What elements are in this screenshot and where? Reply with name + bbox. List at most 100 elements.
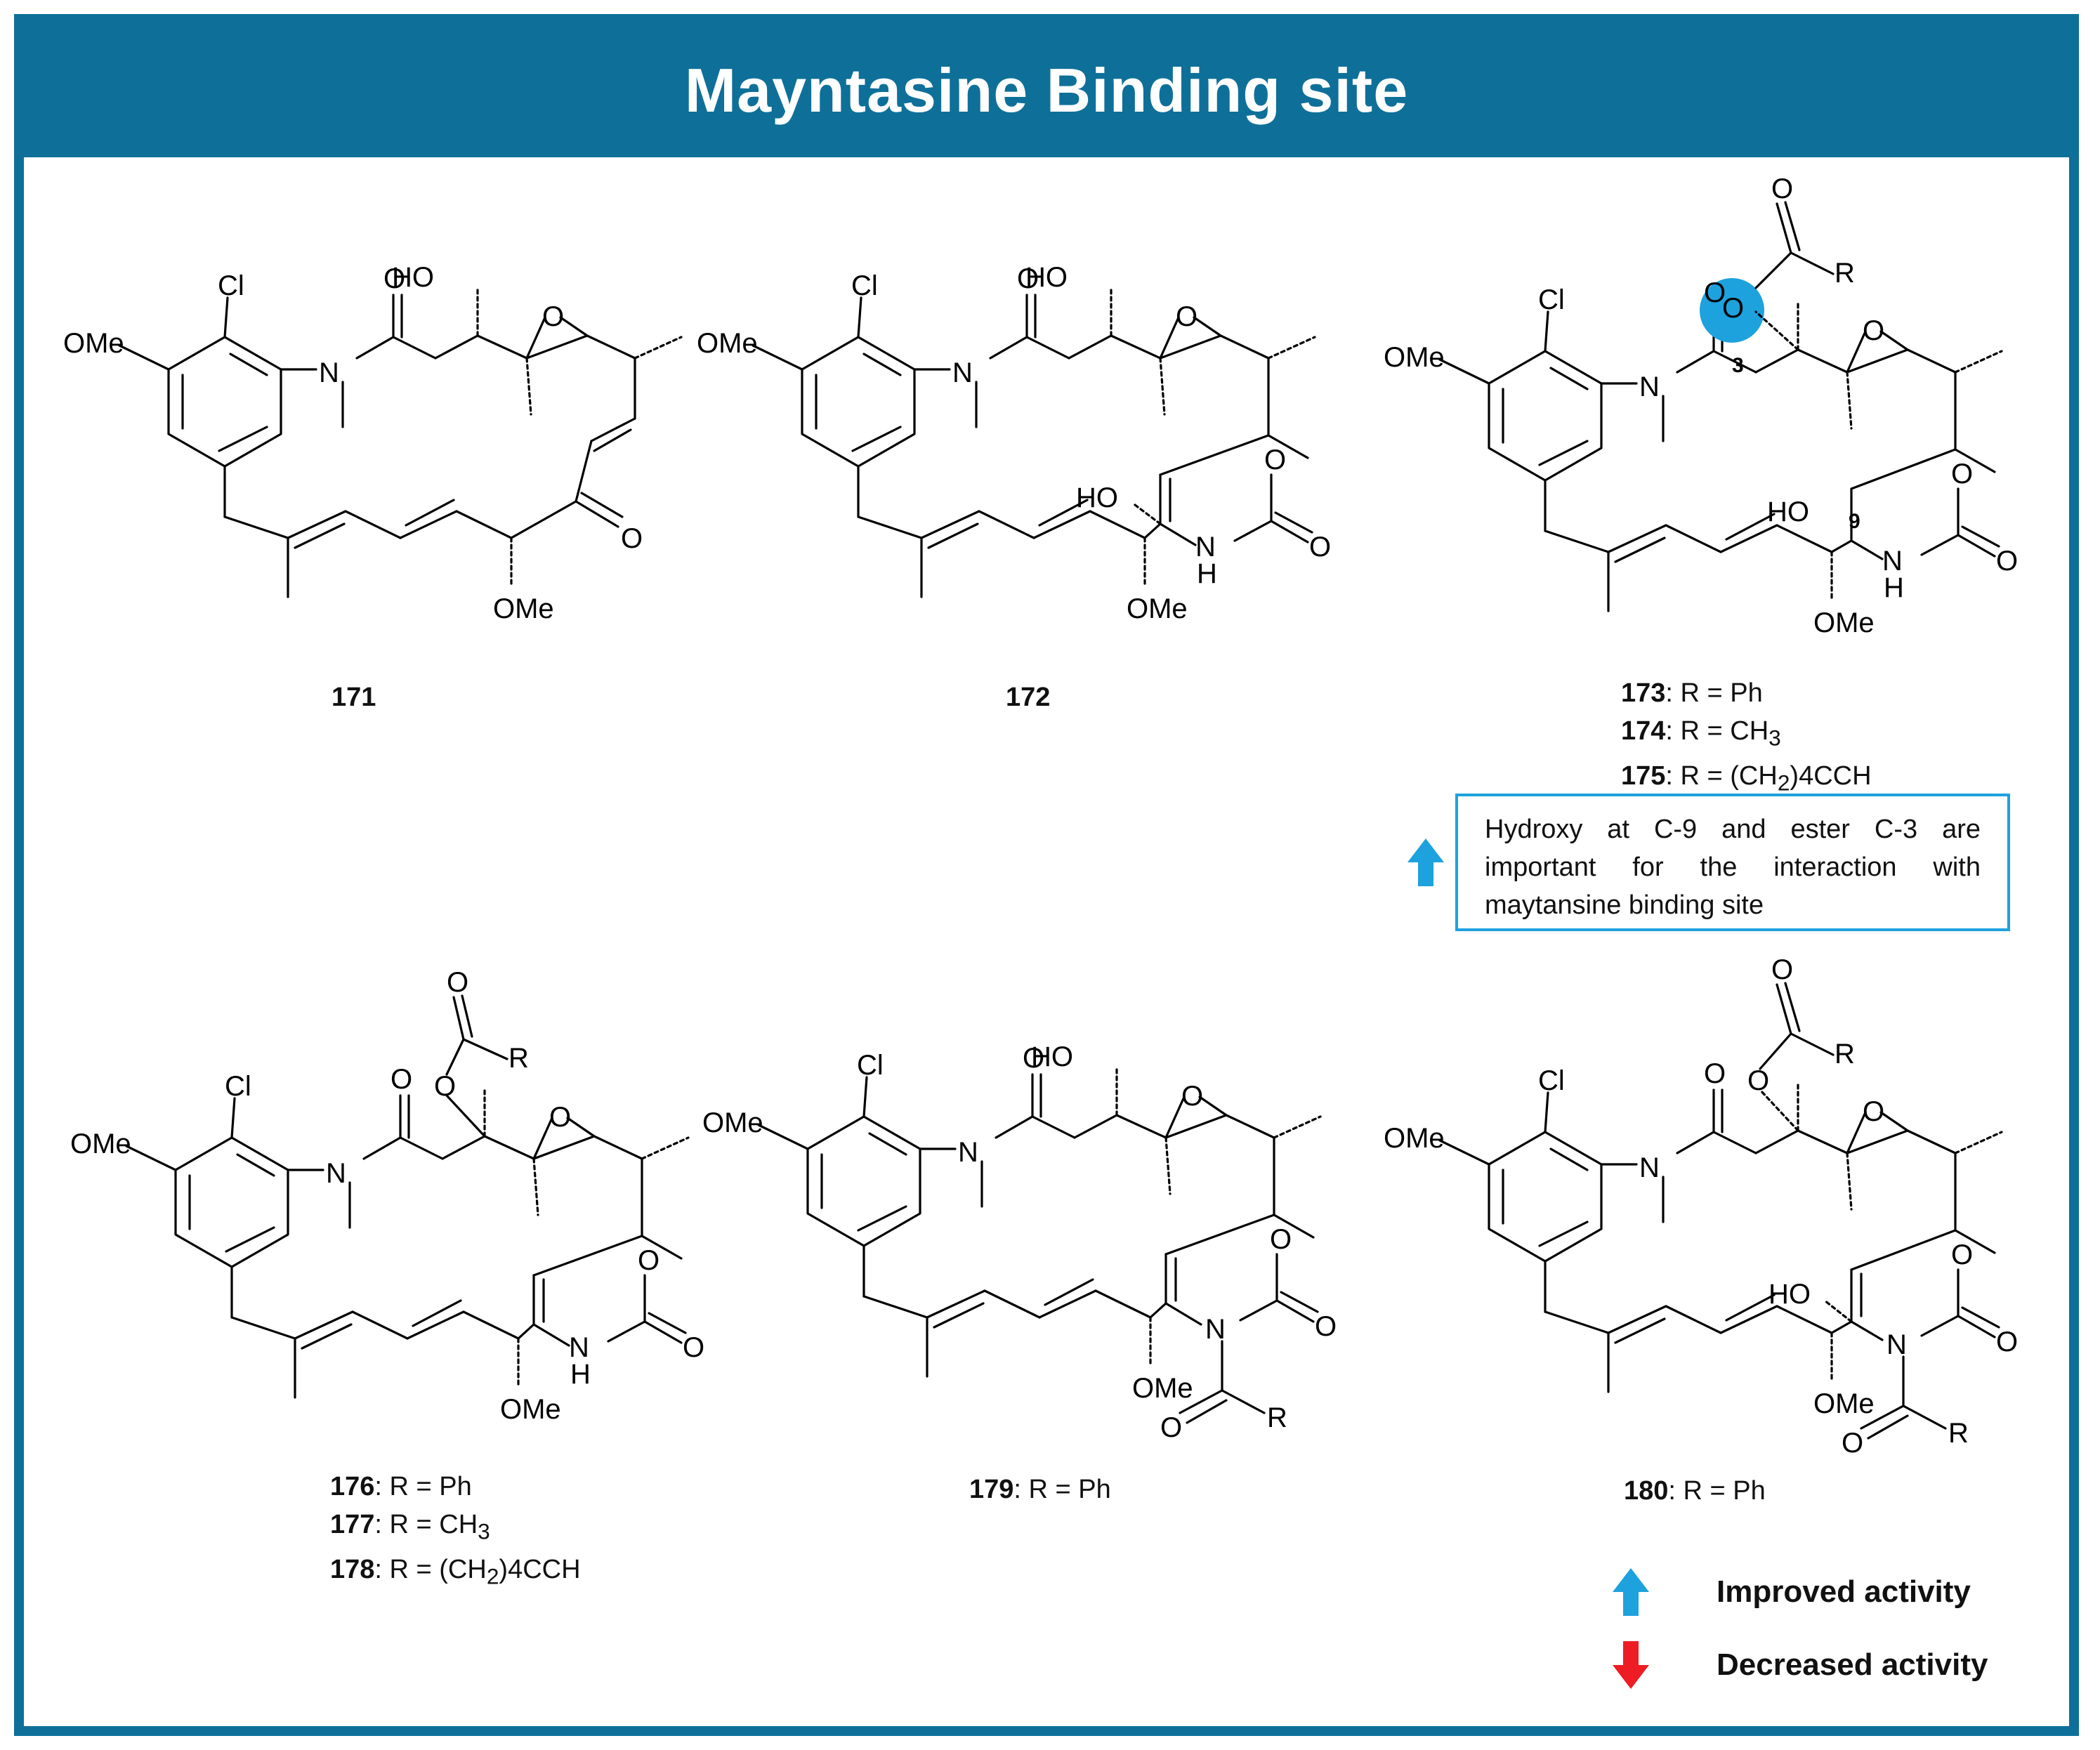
ho-label: HO [392, 262, 434, 293]
cl-label: Cl [225, 1071, 251, 1102]
compound-id: 176 [330, 1472, 375, 1501]
o-label: O [1863, 1096, 1884, 1127]
o-label: O [1996, 1327, 2018, 1357]
o-label: O [1023, 1043, 1044, 1074]
caption-line: 176: R = Ph [330, 1468, 581, 1506]
o-label: O [542, 301, 564, 332]
compound-id: 177 [330, 1510, 375, 1539]
legend-decreased-label: Decreased activity [1717, 1647, 1988, 1682]
sar-note-box: Hydroxy at C-9 and ester C-3 are importa… [1455, 794, 2010, 931]
n-label: N [1205, 1314, 1226, 1345]
ho-label: HO [1025, 262, 1068, 293]
ome-label: OMe [1384, 1123, 1445, 1154]
ester-o-label: O [1722, 293, 1744, 324]
r-label: R [1267, 1402, 1287, 1433]
ome-label: OMe [1384, 342, 1445, 373]
r-group-text: : R = Ph [1668, 1476, 1766, 1506]
o-label: O [1160, 1412, 1182, 1443]
o-label: O [447, 967, 468, 998]
r-label: R [1835, 258, 1855, 289]
compound-173-caption: 173: R = Ph 174: R = CH3 175: R = (CH2)4… [1621, 674, 1872, 801]
o-label: O [1309, 532, 1331, 562]
n-label: N [326, 1158, 346, 1189]
r-group-text: : R = CH [1665, 716, 1769, 746]
cl-label: Cl [851, 270, 878, 301]
locant-9: 9 [1849, 510, 1861, 533]
ho-label: HO [1768, 1279, 1811, 1310]
structure-173: O O R 3 9 Cl OMe N O O O HO N H O OMe [1384, 173, 2018, 638]
o-label: O [683, 1332, 704, 1363]
subscript: 2 [1777, 770, 1790, 796]
o-label: O [1771, 954, 1793, 985]
ome-label: OMe [1132, 1373, 1193, 1404]
o-label: O [549, 1102, 571, 1133]
compound-id: 178 [330, 1554, 375, 1584]
cl-label: Cl [1538, 1065, 1565, 1096]
ho-label: HO [1031, 1041, 1073, 1072]
r-group-text: : R = (CH [1665, 761, 1778, 791]
caption-line: 175: R = (CH2)4CCH [1621, 757, 1872, 802]
o-label: O [1264, 445, 1286, 475]
ome-label: OMe [493, 593, 554, 624]
compound-180-caption: 180: R = Ph [1624, 1472, 1766, 1510]
o-label: O [383, 263, 405, 294]
o-label: O [1863, 315, 1884, 346]
r-group-text: : R = Ph [1013, 1475, 1111, 1504]
ome-label: OMe [500, 1394, 561, 1425]
compound-id: 171 [332, 683, 376, 712]
o-label: O [1704, 277, 1726, 308]
h-label: H [1884, 572, 1904, 603]
structure-172: Cl OMe N O HO O O HO N H O OMe [697, 262, 1331, 624]
ho-label: HO [1767, 496, 1809, 527]
ome-label: OMe [702, 1107, 763, 1138]
structure-171: Cl OMe N O HO O O OMe [63, 262, 683, 624]
n-label: N [1882, 546, 1903, 577]
n-label: N [1195, 532, 1216, 562]
compound-id: 172 [1006, 683, 1051, 712]
legend-improved-label: Improved activity [1717, 1574, 1971, 1609]
o-label: O [1270, 1224, 1292, 1255]
c3-highlight [1700, 278, 1764, 343]
o-label: O [638, 1245, 659, 1276]
structure-180: O O R Cl OMe N O O O HO N O O R OMe [1384, 954, 2018, 1459]
r-group-text: : R = CH [374, 1510, 478, 1539]
n-label: N [1886, 1329, 1907, 1360]
compound-176-caption: 176: R = Ph 177: R = CH3 178: R = (CH2)4… [330, 1468, 581, 1595]
caption-line: 174: R = CH3 [1621, 712, 1872, 757]
subscript: 3 [1768, 725, 1781, 751]
subscript: 3 [478, 1518, 490, 1544]
h-label: H [570, 1359, 591, 1390]
legend-decreased: Decreased activity [1613, 1640, 1988, 1690]
n-label: N [952, 357, 973, 388]
caption-line: 177: R = CH3 [330, 1506, 581, 1551]
ome-label: OMe [1813, 607, 1875, 638]
compound-172-caption: 172 [1006, 678, 1050, 716]
compound-id: 179 [969, 1475, 1014, 1504]
n-label: N [569, 1332, 589, 1363]
cl-label: Cl [1538, 284, 1565, 315]
r-group-text: : R = Ph [1665, 678, 1763, 708]
o-label: O [1181, 1081, 1203, 1112]
up-arrow-icon [1613, 1568, 1649, 1616]
r-group-text: : R = Ph [374, 1472, 472, 1501]
caption-line: 173: R = Ph [1621, 674, 1872, 712]
ome-label: OMe [1813, 1388, 1875, 1419]
o-label: O [1771, 173, 1793, 204]
r-group-tail: )4CCH [499, 1554, 581, 1584]
o-label: O [1176, 301, 1197, 332]
h-label: H [1197, 558, 1217, 589]
ome-label: OMe [697, 328, 758, 359]
o-label: O [1747, 1065, 1769, 1096]
caption-line: 178: R = (CH2)4CCH [330, 1551, 581, 1596]
r-label: R [1835, 1039, 1855, 1070]
o-label: O [434, 1071, 456, 1102]
o-label: O [391, 1064, 412, 1095]
r-group-tail: )4CCH [1790, 761, 1872, 791]
cl-label: Cl [218, 270, 244, 301]
compound-id: 173 [1621, 678, 1666, 708]
legend-improved: Improved activity [1613, 1567, 1971, 1617]
r-group-text: : R = (CH [374, 1554, 487, 1584]
compound-id: 174 [1621, 716, 1666, 746]
ome-label: OMe [70, 1129, 131, 1159]
